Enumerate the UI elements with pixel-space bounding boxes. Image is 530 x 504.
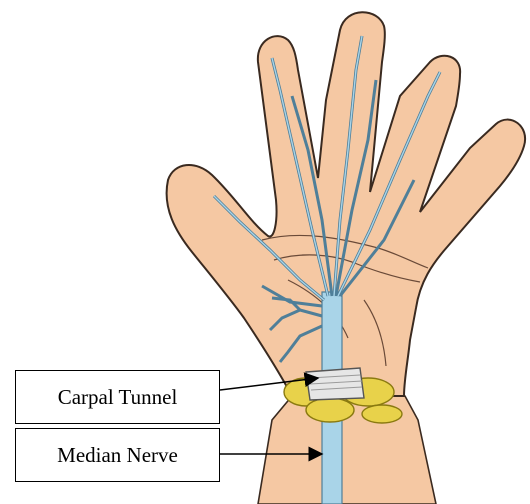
transverse-carpal-ligament [306,368,364,400]
median-nerve-label: Median Nerve [15,428,220,482]
carpal-tunnel-label: Carpal Tunnel [15,370,220,424]
